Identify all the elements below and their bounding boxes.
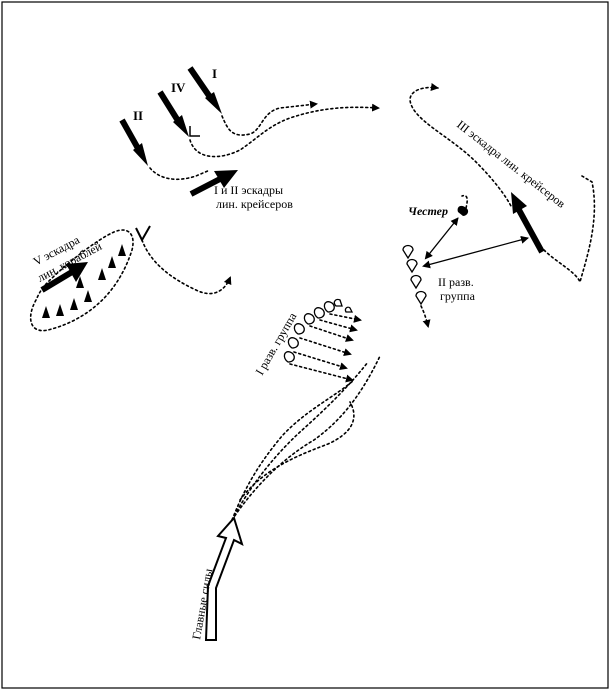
squadron-i-arrow [187, 66, 222, 114]
recon-group-ii-ships [402, 244, 427, 306]
battlecruisers-i-ii-arrow [189, 170, 238, 197]
squadron-iv-arrow [157, 90, 189, 137]
range-line-battlecruisers [422, 235, 529, 269]
main-forces-arrow [204, 516, 244, 641]
track-squadron-iv [189, 103, 380, 158]
recon-group-i-tracks [289, 313, 362, 383]
battleships-v-turn-marker [135, 225, 151, 243]
label-battlecruisers-i-ii-line2: лин. крейсеров [216, 197, 293, 211]
range-line-chester [424, 217, 459, 260]
label-recon-group-i: I разв. группа [252, 310, 299, 378]
label-chester: Честер [408, 204, 448, 218]
track-squadron-i [221, 100, 318, 136]
label-battlecruisers-i-ii-line1: I и II эскадры [214, 183, 283, 197]
track-battlecruisers-iii-turn [543, 175, 596, 285]
label-squadron-iv: IV [171, 80, 186, 95]
squadron-ii-arrow [119, 118, 148, 166]
label-squadron-ii: II [133, 108, 143, 123]
battleships-v-arrow [40, 262, 88, 293]
recon-group-i-ships [283, 298, 354, 363]
track-battlecruisers-iii [409, 83, 513, 209]
battlecruisers-iii-arrow [511, 192, 545, 254]
label-recon-group-ii-line2: группа [440, 289, 476, 303]
label-recon-group-ii-line1: II разв. [438, 275, 474, 289]
main-forces-tracks [231, 355, 381, 521]
formation-marker [189, 126, 200, 137]
label-squadron-i: I [212, 66, 217, 81]
battleships-v-ships [42, 244, 126, 318]
chester-ship-icon [457, 194, 469, 216]
track-squadron-ii [149, 167, 211, 181]
track-recon-group-ii [420, 305, 431, 328]
track-battleships-v [141, 239, 232, 295]
label-battlecruisers-iii: III эскадра лин. крейсеров [454, 117, 568, 211]
track-battleships-v-loop [29, 229, 134, 332]
